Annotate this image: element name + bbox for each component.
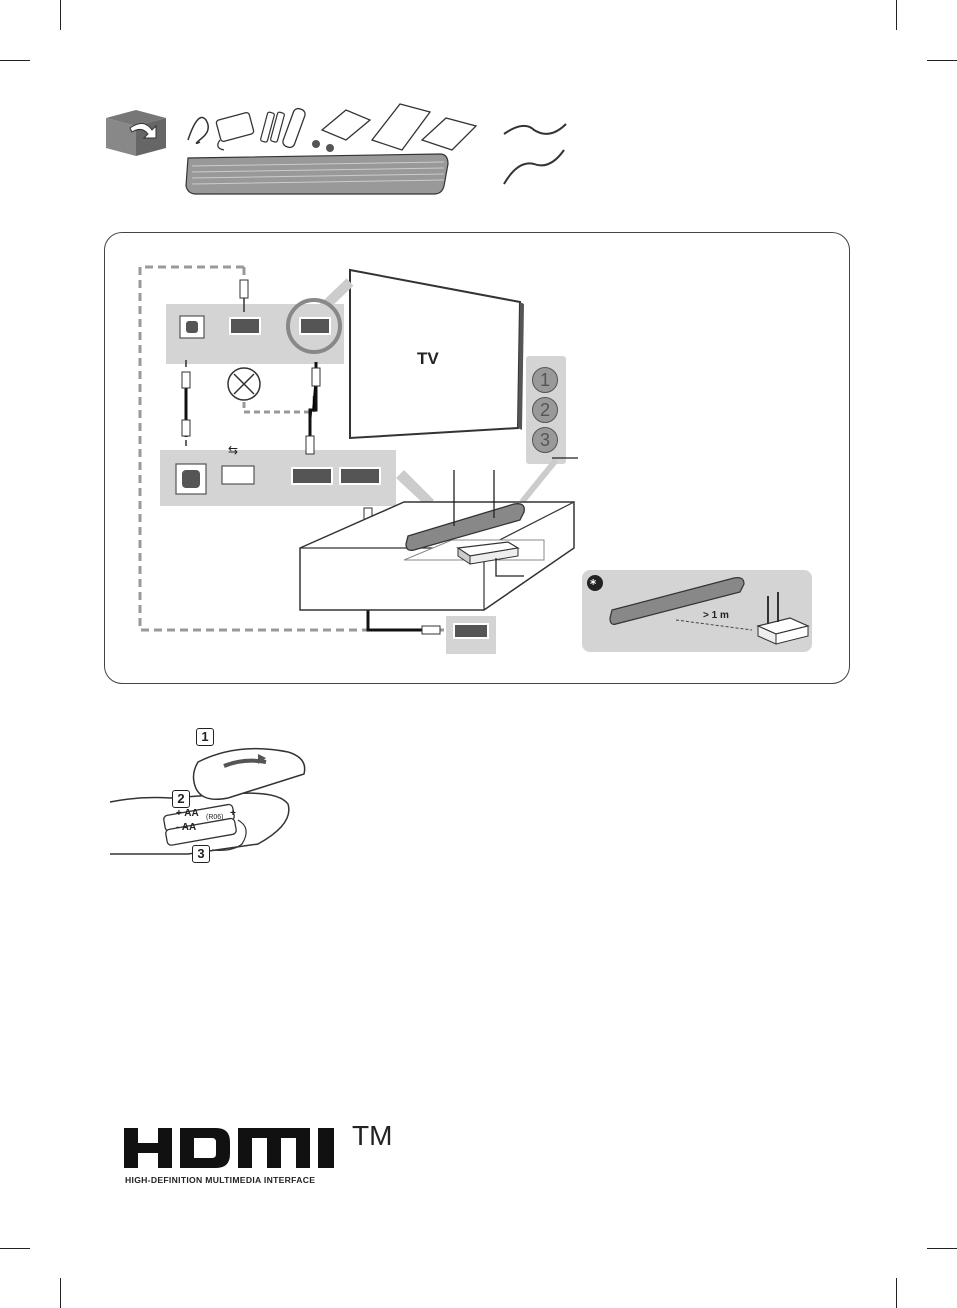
crop-mark xyxy=(927,1248,957,1249)
remote-step-3: 3 xyxy=(192,845,210,863)
callout-number-2: 2 xyxy=(532,397,558,423)
manual-icon xyxy=(422,118,476,150)
crop-mark xyxy=(0,60,30,61)
tv-cabinet-illustration xyxy=(300,502,574,610)
crop-mark xyxy=(60,0,61,30)
remote-step-2: 2 xyxy=(172,790,190,808)
tv-label: TV xyxy=(417,349,439,369)
crop-mark xyxy=(896,1278,897,1308)
callout-number-1: 1 xyxy=(532,367,558,393)
callout-number-3: 3 xyxy=(532,427,558,453)
remote-icon xyxy=(282,107,307,149)
remote-step-1: 1 xyxy=(196,728,214,746)
battery-label-top: + AA xyxy=(176,808,199,819)
batteries-icon xyxy=(260,112,285,143)
optical-cable-icon xyxy=(504,150,564,184)
power-cord-icon xyxy=(188,118,208,144)
package-contents-illustration xyxy=(100,100,570,200)
manual-icon xyxy=(372,104,430,150)
crop-mark xyxy=(0,1248,30,1249)
svg-text:*: * xyxy=(590,577,597,591)
connection-diagram: ⇆ * xyxy=(104,232,850,684)
distance-label: > 1 m xyxy=(703,610,729,621)
hdmi-cable-icon xyxy=(504,124,566,134)
battery-type-label: (R06) xyxy=(206,814,224,821)
crop-mark xyxy=(927,60,957,61)
box-icon xyxy=(106,110,166,156)
hdmi-logo xyxy=(124,1128,350,1168)
svg-text:⇆: ⇆ xyxy=(228,443,238,457)
crop-mark xyxy=(60,1278,61,1308)
hdmi-trademark: TM xyxy=(352,1120,392,1152)
crop-mark xyxy=(896,0,897,30)
soundbar-icon xyxy=(186,154,448,194)
battery-plus-label: + xyxy=(230,808,236,819)
power-adapter-icon xyxy=(216,112,255,150)
wall-bracket-icon xyxy=(312,110,370,152)
battery-label-bottom: - AA xyxy=(176,822,196,833)
hdmi-tagline: HIGH-DEFINITION MULTIMEDIA INTERFACE xyxy=(125,1175,315,1185)
